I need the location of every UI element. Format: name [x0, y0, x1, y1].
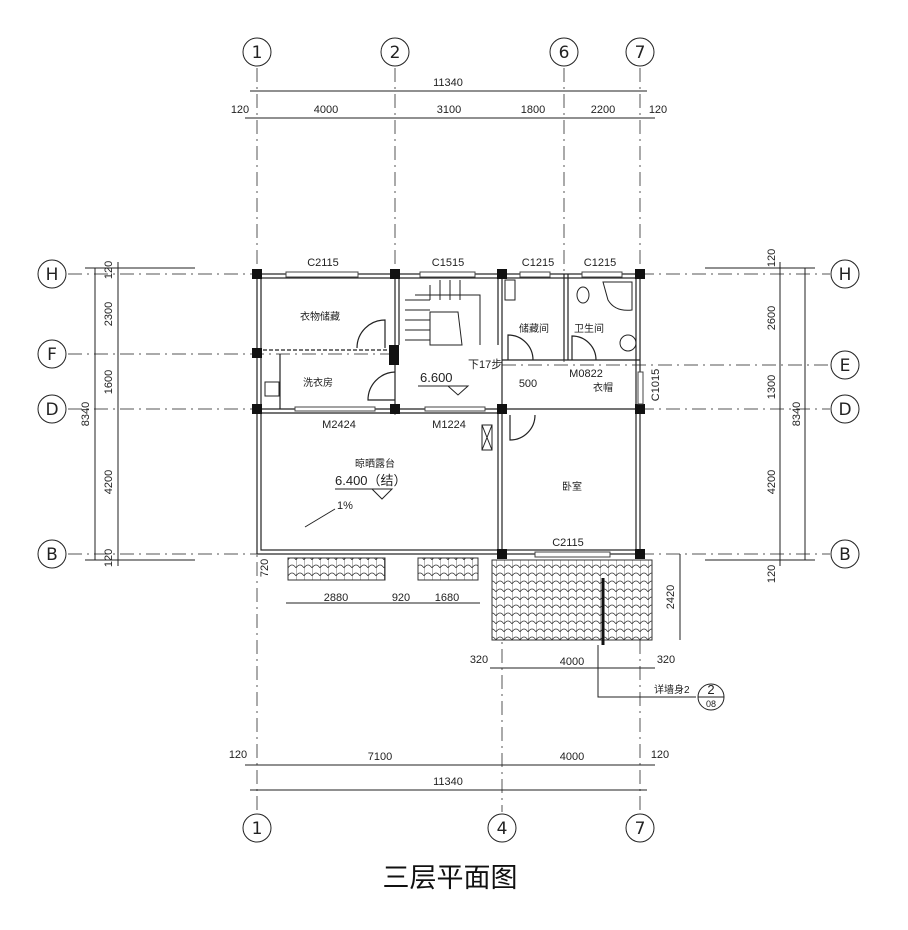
- left-dimensions: 120 2300 1600 4200 120 8340: [80, 261, 195, 567]
- stair-note: 下17步: [468, 358, 502, 371]
- detail-sheet: 08: [706, 699, 716, 709]
- room-storage: 储藏间: [519, 322, 549, 335]
- dim-label: 8340: [80, 402, 92, 426]
- dim-label: 1800: [521, 104, 545, 116]
- window-label: C1215: [584, 257, 616, 269]
- top-dimensions: 11340 120 4000 3100 1800 2200 120: [231, 77, 667, 119]
- door-label: M2424: [322, 419, 356, 431]
- floor-level: 6.600: [420, 370, 453, 385]
- axis-label: 7: [635, 43, 646, 63]
- dim-label: 11340: [433, 776, 463, 788]
- dim-label: 2880: [324, 592, 348, 604]
- dim-label: 120: [651, 749, 669, 761]
- dim-label: 2300: [103, 302, 115, 326]
- level-marks: 6.600 6.400（结） 1%: [304, 370, 470, 528]
- dim-label: 2600: [766, 306, 778, 330]
- room-terrace: 晾晒露台: [355, 457, 395, 470]
- dim-label: 120: [231, 104, 249, 116]
- dim-label: 500: [519, 378, 537, 390]
- room-bedroom: 卧室: [562, 480, 582, 493]
- axis-label: B: [839, 545, 851, 565]
- axis-label: 4: [497, 819, 508, 839]
- axis-label: 6: [559, 43, 570, 63]
- axis-label: F: [47, 345, 57, 365]
- axis-label: E: [840, 356, 851, 376]
- dim-label: 1680: [435, 592, 459, 604]
- axis-label: 1: [252, 43, 263, 63]
- axis-label: H: [46, 265, 59, 285]
- dim-label: 320: [470, 654, 488, 666]
- dim-label: 720: [259, 559, 271, 577]
- dim-label: 4000: [560, 656, 584, 668]
- axis-bubbles-left: H F D B: [37, 259, 67, 569]
- axis-label: D: [838, 400, 851, 420]
- dim-label: 320: [657, 654, 675, 666]
- axis-bubbles-bottom: 1 4 7: [242, 813, 655, 843]
- window-label: C1015: [650, 369, 662, 401]
- dim-label: 120: [103, 261, 115, 279]
- door-label: M1224: [432, 419, 466, 431]
- axis-label: H: [839, 265, 852, 285]
- room-labels: 衣物储藏 洗衣房 储藏间 卫生间 衣帽 晾晒露台 卧室: [300, 310, 613, 493]
- staircase: 下17步: [405, 280, 502, 371]
- dim-label: 120: [229, 749, 247, 761]
- dim-label: 120: [766, 249, 778, 267]
- windows: C2115 C1515 C1215 C1215 C1015 C2115: [285, 257, 662, 558]
- window-label: C1215: [522, 257, 554, 269]
- doors: M2424 M1224 M0822 500: [294, 319, 603, 451]
- axis-label: 7: [635, 819, 646, 839]
- dim-label: 120: [766, 565, 778, 583]
- fixtures: [264, 279, 637, 397]
- dim-label: 1600: [103, 370, 115, 394]
- dim-label: 3100: [437, 104, 461, 116]
- window-label: C1515: [432, 257, 464, 269]
- dim-label: 11340: [433, 77, 463, 89]
- bottom-dimensions: 120 7100 4000 120 11340: [229, 749, 669, 791]
- window-label: C2115: [307, 257, 339, 269]
- detail-number: 2: [707, 682, 714, 697]
- right-dimensions: 120 2600 1300 4200 120 8340: [705, 249, 815, 583]
- dim-label: 2420: [665, 585, 677, 609]
- dim-label: 8340: [791, 402, 803, 426]
- dim-label: 4200: [103, 470, 115, 494]
- detail-ref-label: 详墙身2: [654, 683, 690, 696]
- detail-reference: 详墙身2 2 08: [597, 645, 725, 711]
- dim-label: 7100: [368, 751, 392, 763]
- door-label: M0822: [569, 368, 603, 380]
- axis-bubbles-top: 1 2 6 7: [242, 37, 655, 67]
- terrace-level: 6.400（结）: [335, 473, 407, 488]
- window-label: C2115: [552, 537, 584, 549]
- dim-label: 1300: [766, 375, 778, 399]
- dim-label: 4000: [560, 751, 584, 763]
- dim-label: 2200: [591, 104, 615, 116]
- axis-label: B: [46, 545, 58, 565]
- canopy: 2880 920 1680 720 2420 320 4000 320: [259, 554, 681, 669]
- slope-label: 1%: [337, 500, 353, 512]
- axis-label: D: [45, 400, 58, 420]
- dim-label: 120: [649, 104, 667, 116]
- axis-label: 2: [390, 43, 401, 63]
- page-title: 三层平面图: [383, 863, 518, 894]
- room-clothes-storage: 衣物储藏: [300, 310, 340, 323]
- axis-label: 1: [252, 819, 263, 839]
- room-laundry: 洗衣房: [303, 376, 333, 389]
- dim-label: 4200: [766, 470, 778, 494]
- dim-label: 4000: [314, 104, 338, 116]
- columns: [252, 269, 645, 559]
- room-wardrobe: 衣帽: [593, 381, 613, 394]
- axis-bubbles-right: H E D B: [830, 259, 860, 569]
- dim-label: 920: [392, 592, 410, 604]
- room-bathroom: 卫生间: [574, 322, 604, 335]
- dim-label: 120: [103, 549, 115, 567]
